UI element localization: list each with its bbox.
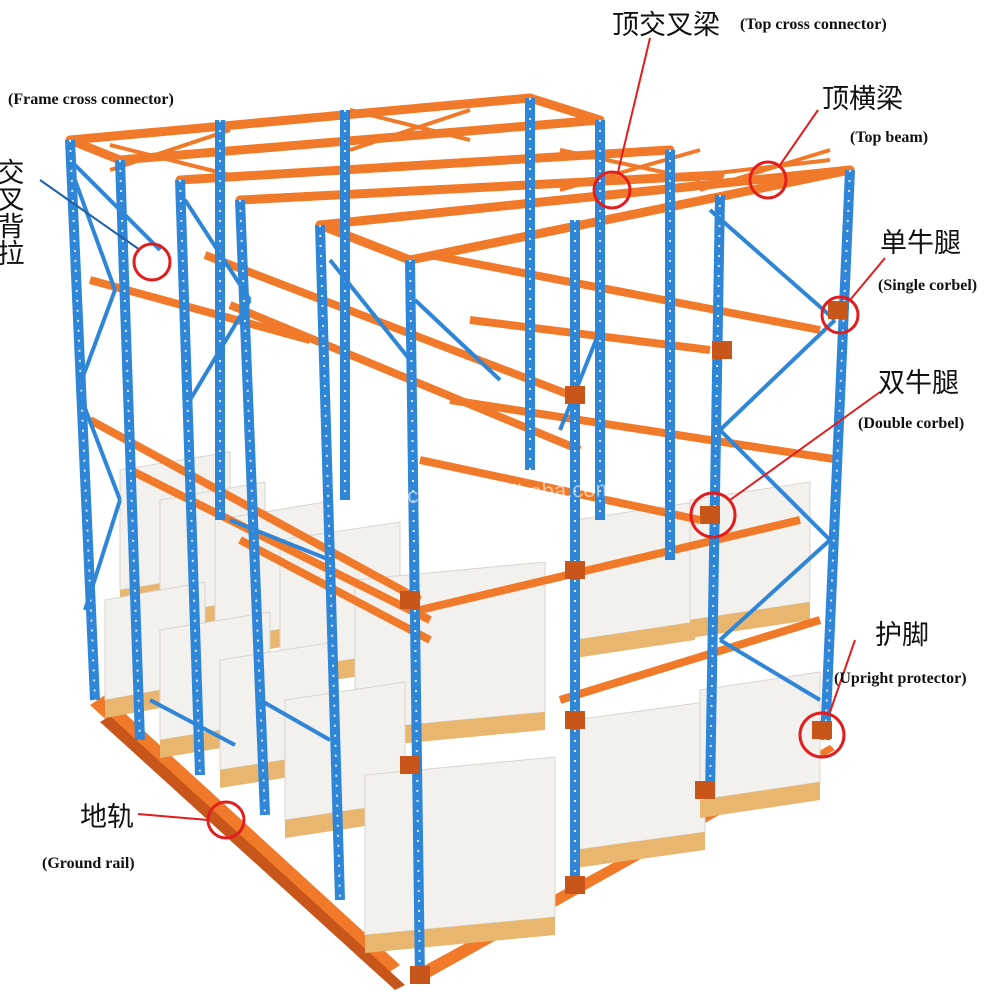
corbel-bracket [565,711,585,729]
corbel-bracket [700,506,720,524]
corbel-bracket [400,591,420,609]
ground-rail-en: (Ground rail) [42,855,135,872]
corbel-bracket [828,301,848,319]
single-corbel-zh: 单牛腿 [880,228,961,259]
corbel-bracket [565,876,585,894]
top-beam-en: (Top beam) [850,129,928,146]
top-beam [70,140,120,160]
corbel-bracket [712,341,732,359]
top-beam [530,98,600,120]
frame-cross-connector-zh: 交叉背拉 [0,158,24,266]
load-rail [450,400,840,460]
ground-rail-zh: 地轨 [80,802,134,833]
callout-circle-frame-cross [134,244,170,280]
frame-brace [720,320,835,430]
double-corbel-en: (Double corbel) [858,415,964,432]
leader-line-ground-rail [138,814,208,820]
corbel-bracket [565,561,585,579]
callout-frame-cross-connector: (Frame cross connector) 交叉背拉 [0,91,174,280]
double-corbel-zh: 双牛腿 [878,368,959,399]
top-cross-connector-en: (Top cross connector) [740,16,887,33]
top-beam-zh: 顶横梁 [822,84,903,115]
top-cross-connector-zh: 顶交叉梁 [612,10,720,41]
upright-protector-zh: 护脚 [875,620,929,651]
frame-cross-connector-en: (Frame cross connector) [8,91,174,108]
top-beam [320,225,410,260]
corbel-bracket [812,721,832,739]
corbel-bracket [565,386,585,404]
corbel-bracket [695,781,715,799]
frame-brace [710,210,835,320]
pallet-box [365,757,555,935]
single-corbel-en: (Single corbel) [878,277,977,294]
upright-protector-en: (Upright protector) [834,670,967,687]
corbel-bracket [400,756,420,774]
pallet-box [575,702,705,850]
corbel-bracket [410,966,430,984]
